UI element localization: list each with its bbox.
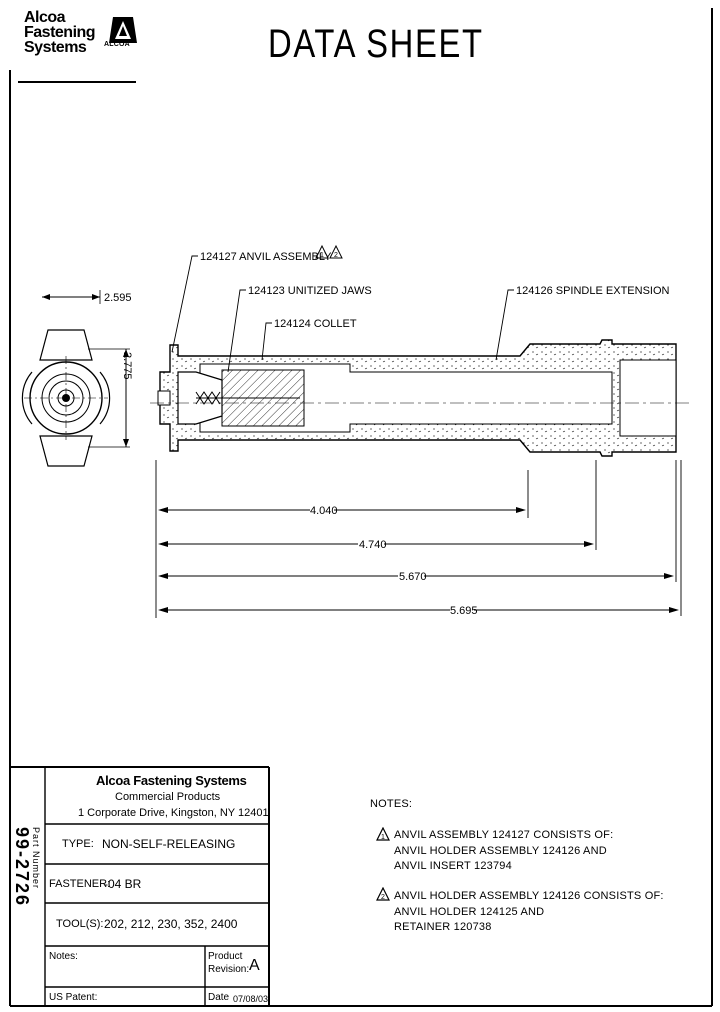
end-height-dim: 2.775: [121, 352, 133, 380]
company-name: Alcoa Fastening Systems: [96, 773, 247, 788]
logo-wordmark: ALCOA: [104, 41, 130, 48]
company-division: Commercial Products: [115, 791, 221, 803]
type-label: TYPE:: [62, 838, 94, 850]
notes-label: Notes:: [49, 951, 78, 962]
brand-line-1: Alcoa: [24, 9, 66, 26]
note-2-flag-number: 2: [381, 894, 385, 901]
part-number-label: Part Number: [31, 827, 40, 889]
tools-label: TOOL(S):: [56, 918, 104, 930]
callout-spindle-extension: 124126 SPINDLE EXTENSION: [516, 285, 670, 297]
dimension-arrows: [158, 507, 679, 613]
dim-length-1: 4.040: [310, 505, 338, 517]
brand-line-2: Fastening: [24, 24, 96, 41]
flag-1-icon-number: 1: [320, 252, 324, 259]
brand-name: Alcoa Fastening Systems: [24, 9, 96, 56]
note-2-flag-icon: 2: [376, 887, 390, 901]
part-number-strip: 99-2726 Part Number: [12, 827, 40, 907]
dim-length-2: 4.740: [359, 539, 387, 551]
brand-line-3: Systems: [24, 39, 87, 56]
header-rule: [18, 81, 136, 83]
date-label: Date: [208, 992, 230, 1003]
note-2-line-3: RETAINER 120738: [394, 921, 492, 933]
tools-value: 202, 212, 230, 352, 2400: [104, 917, 238, 931]
callout-anvil-assembly: 124127 ANVIL ASSEMBLY: [200, 251, 332, 263]
dim-length-3: 5.670: [399, 571, 427, 583]
note-1-flag-icon: 1: [376, 827, 390, 841]
notes-heading: NOTES:: [370, 798, 413, 810]
revision-value: A: [249, 957, 260, 974]
part-number: 99-2726: [12, 827, 32, 907]
patent-label: US Patent:: [49, 992, 98, 1003]
note-2-line-2: ANVIL HOLDER 124125 AND: [394, 906, 545, 918]
note-flag-icons: 1 2: [315, 244, 343, 259]
company-address: 1 Corporate Drive, Kingston, NY 12401: [78, 807, 269, 819]
note-1-line-3: ANVIL INSERT 123794: [394, 860, 512, 872]
type-value: NON-SELF-RELEASING: [102, 837, 236, 851]
technical-drawing: 2.595 2.775 124127 ANVIL ASSEMBLY 1: [21, 244, 690, 618]
note-2-line-1: ANVIL HOLDER ASSEMBLY 124126 CONSISTS OF…: [394, 890, 664, 902]
note-1-flag-number: 1: [381, 834, 385, 841]
product-label: Product: [208, 951, 243, 962]
fastener-label: FASTENER:: [49, 878, 111, 890]
note-1-line-1: ANVIL ASSEMBLY 124127 CONSISTS OF:: [394, 829, 614, 841]
section-view: [150, 339, 690, 457]
revision-label: Revision:: [208, 964, 250, 975]
fastener-value: -04 BR: [104, 877, 142, 891]
note-1-line-2: ANVIL HOLDER ASSEMBLY 124126 AND: [394, 845, 607, 857]
callout-leaders: [171, 255, 514, 373]
dim-length-4: 5.695: [450, 605, 478, 617]
callout-collet: 124124 COLLET: [274, 318, 357, 330]
date-value: 07/08/03: [233, 994, 269, 1004]
dimension-lines: [155, 460, 682, 618]
end-view: [21, 329, 111, 467]
end-width-dim: 2.595: [104, 292, 132, 304]
callout-unitized-jaws: 124123 UNITIZED JAWS: [248, 285, 372, 297]
flag-2-icon-number: 2: [334, 252, 338, 259]
alcoa-logo-icon: [109, 17, 137, 43]
page-title: DATA SHEET: [268, 22, 484, 66]
